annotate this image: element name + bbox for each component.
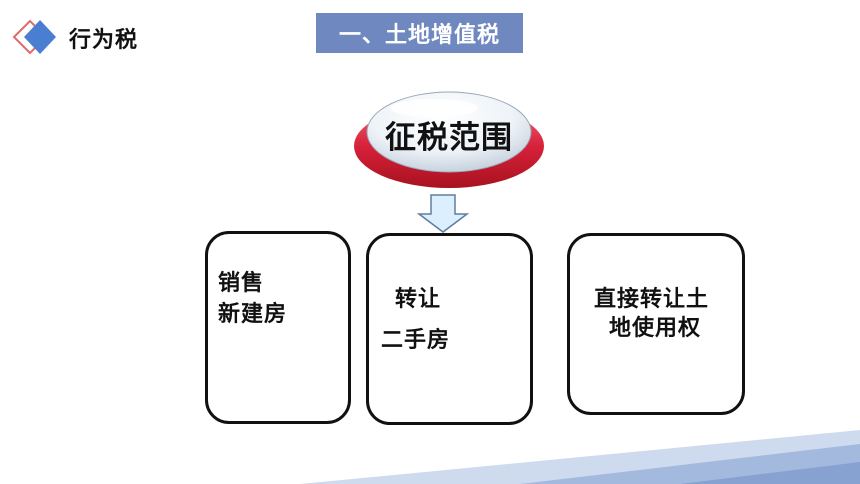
section-label: 行为税: [69, 28, 139, 53]
box2-line1: 转让: [395, 287, 442, 312]
scope-pill: 征税范围: [352, 82, 546, 190]
diamond-logo-icon: [12, 19, 56, 55]
category-box-land-rights: [567, 233, 745, 415]
box1-line2: 新建房: [218, 302, 288, 327]
box3-line1: 直接转让土: [594, 287, 710, 312]
category-box-new-housing: [205, 231, 351, 424]
box1-line1: 销售: [218, 271, 265, 296]
down-arrow-icon: [417, 194, 469, 233]
box3-line2: 地使用权: [609, 316, 702, 341]
title-banner: 一、土地增值税: [316, 13, 523, 53]
page-title: 一、土地增值税: [338, 23, 500, 48]
scope-pill-shape: [354, 91, 544, 188]
scope-label: 征税范围: [385, 120, 513, 156]
box2-line2: 二手房: [381, 328, 451, 353]
category-box-second-hand: [366, 233, 533, 425]
